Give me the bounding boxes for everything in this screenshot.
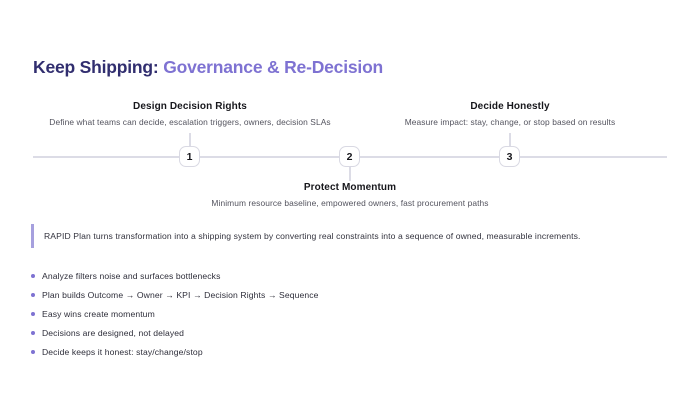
timeline-tick-2 — [349, 167, 351, 181]
bullet-dot-icon — [31, 330, 35, 335]
bullet-dot-icon — [31, 349, 35, 354]
page-title-highlight: Governance & Re-Decision — [158, 56, 384, 77]
milestone-3-title: Decide Honestly — [470, 101, 550, 112]
list-item-text: Decide keeps it honest: stay/change/stop — [42, 346, 203, 357]
milestone-3-label: Decide Honestly Measure impact: stay, ch… — [345, 101, 675, 127]
list-item-text: Analyze filters noise and surfaces bottl… — [42, 270, 221, 281]
page-title-prefix: Keep Shipping: — [33, 56, 159, 77]
list-item-text: Plan builds Outcome → Owner → KPI → Deci… — [42, 289, 319, 300]
timeline-node-2-number: 2 — [346, 150, 353, 163]
list-item: Decide keeps it honest: stay/change/stop — [31, 342, 631, 361]
list-item: Easy wins create momentum — [31, 304, 631, 323]
timeline-tick-1 — [189, 133, 191, 147]
list-item: Decisions are designed, not delayed — [31, 323, 631, 342]
page-title: Keep Shipping: Governance & Re-Decision — [33, 57, 383, 78]
milestone-1-title: Design Decision Rights — [133, 101, 247, 112]
callout-box: RAPID Plan turns transformation into a s… — [31, 224, 651, 248]
milestone-2-label: Protect Momentum Minimum resource baseli… — [185, 182, 515, 208]
timeline-node-1: 1 — [179, 146, 200, 167]
bullet-dot-icon — [31, 292, 35, 297]
bullet-dot-icon — [31, 273, 35, 278]
key-points-list: Analyze filters noise and surfaces bottl… — [31, 266, 631, 361]
timeline-node-2: 2 — [339, 146, 360, 167]
callout-text: RAPID Plan turns transformation into a s… — [44, 231, 581, 241]
timeline-node-1-number: 1 — [186, 150, 193, 163]
timeline-node-3-number: 3 — [506, 150, 513, 163]
bullet-dot-icon — [31, 311, 35, 316]
milestone-2-title: Protect Momentum — [303, 182, 397, 193]
list-item: Analyze filters noise and surfaces bottl… — [31, 266, 631, 285]
milestone-3-description: Measure impact: stay, change, or stop ba… — [404, 117, 616, 127]
timeline-node-3: 3 — [499, 146, 520, 167]
list-item: Plan builds Outcome → Owner → KPI → Deci… — [31, 285, 631, 304]
timeline-tick-3 — [509, 133, 511, 147]
milestone-2-description: Minimum resource baseline, empowered own… — [211, 198, 489, 208]
list-item-text: Decisions are designed, not delayed — [42, 327, 185, 338]
milestone-1-description: Define what teams can decide, escalation… — [49, 117, 331, 127]
list-item-text: Easy wins create momentum — [42, 308, 155, 319]
milestone-1-label: Design Decision Rights Define what teams… — [25, 101, 355, 127]
